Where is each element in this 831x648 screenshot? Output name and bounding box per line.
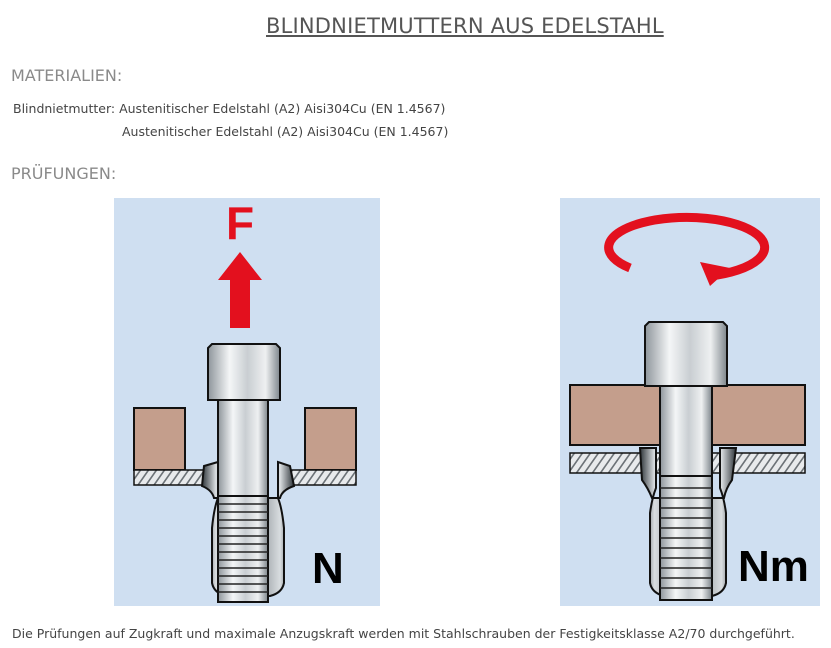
- rotation-arrow-icon: [604, 212, 770, 286]
- material-line-1: Austenitischer Edelstahl (A2) Aisi304Cu …: [119, 101, 446, 116]
- torque-test-illustration: Nm: [560, 198, 820, 606]
- page-title: BLINDNIETMUTTERN AUS EDELSTAHL: [266, 14, 664, 38]
- plate-block-right: [304, 407, 357, 471]
- bolt-thread: [217, 495, 269, 603]
- bolt-thread: [659, 475, 713, 601]
- sheet-left: [133, 469, 209, 486]
- unit-label-n: N: [312, 544, 344, 593]
- bolt-head: [207, 343, 281, 401]
- test-note: Die Prüfungen auf Zugkraft und maximale …: [12, 626, 795, 641]
- bolt-head: [644, 321, 728, 387]
- materials-label: Blindnietmutter: Austenitischer Edelstah…: [13, 101, 445, 116]
- force-arrow-icon: [218, 252, 262, 328]
- tensile-test-illustration: F N: [114, 197, 380, 606]
- material-label: Blindnietmutter:: [13, 101, 116, 116]
- tests-heading: PRÜFUNGEN:: [11, 164, 117, 183]
- unit-label-nm: Nm: [738, 542, 809, 591]
- bolt-shank: [659, 383, 713, 479]
- bolt-shank: [217, 397, 269, 499]
- material-line-2: Austenitischer Edelstahl (A2) Aisi304Cu …: [122, 124, 449, 139]
- materials-heading: MATERIALIEN:: [11, 66, 123, 85]
- force-label: F: [226, 197, 255, 249]
- plate-block-left: [133, 407, 186, 471]
